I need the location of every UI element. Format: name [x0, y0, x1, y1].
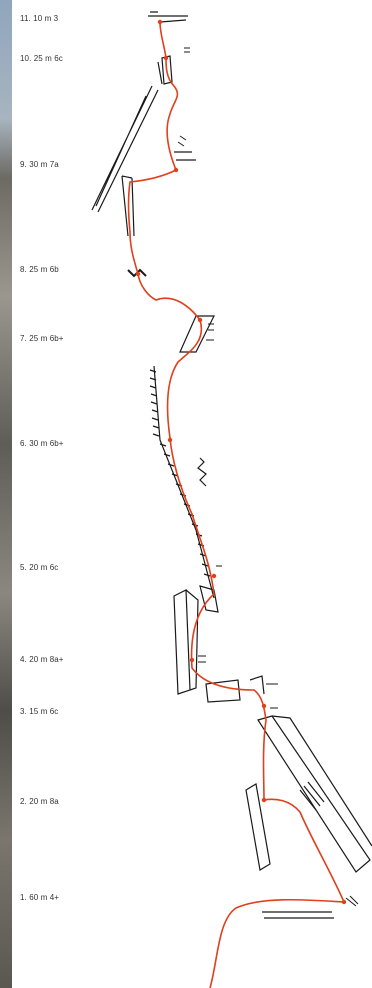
crack-feature-10: [158, 62, 162, 84]
anchor-mark-7: [206, 324, 214, 340]
slab-upper-2: [258, 716, 370, 872]
slab-edge-2: [272, 716, 372, 846]
anchor-mark-4: [198, 656, 206, 662]
anchor-mark-1: [346, 896, 358, 906]
anchor-mark-10: [184, 48, 190, 52]
rock-features: [92, 12, 372, 918]
belay-stations: [136, 20, 346, 904]
ground-ledge-1: [262, 912, 334, 918]
belay-ledge-9: [174, 152, 196, 160]
route-line: [129, 22, 345, 988]
anchor-mark-3: [266, 684, 278, 708]
belay-station-3: [262, 704, 266, 708]
dihedral-line-6: [154, 366, 214, 598]
pillar-left-4: [174, 590, 190, 694]
belay-station-7: [198, 318, 202, 322]
step-feature-3: [250, 676, 264, 694]
belay-station-9: [174, 168, 178, 172]
pillar-feature-2: [246, 784, 270, 870]
anchor-mark-9: [178, 136, 186, 146]
block-feature-7: [180, 316, 214, 352]
belay-station-8: [136, 272, 140, 276]
belay-station-6: [168, 438, 172, 442]
belay-station-1: [342, 900, 346, 904]
belay-station-4: [190, 658, 194, 662]
loose-rock-feature-6: [198, 458, 206, 486]
belay-station-10: [164, 56, 168, 60]
anchor-marks: [178, 48, 358, 906]
summit-mark: [148, 12, 188, 22]
belay-station-5: [212, 574, 216, 578]
diagonal-crack-9: [92, 86, 158, 212]
dihedral-hatching-6: [150, 370, 210, 576]
belay-station-11: [158, 20, 162, 24]
belay-station-2: [262, 798, 266, 802]
